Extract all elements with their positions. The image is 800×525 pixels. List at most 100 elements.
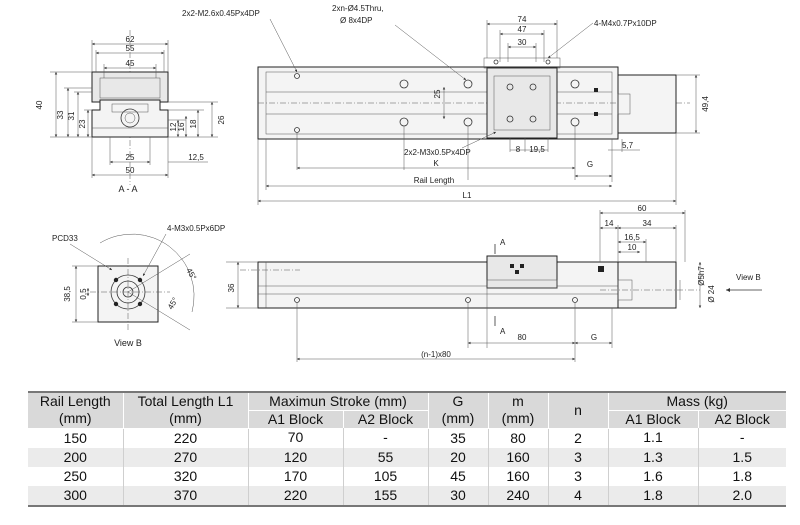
dim-74: 74 (518, 15, 527, 24)
dim-g-top: G (587, 160, 593, 169)
header-stroke-a2: A2 Block (343, 410, 429, 428)
cell: 1.3 (608, 447, 699, 467)
cell: 20 (428, 447, 489, 467)
dim-26: 26 (217, 115, 226, 124)
dim-18: 18 (189, 119, 198, 128)
callout-m3: 2x2-M3x0.5Px4DP (404, 148, 471, 157)
table-row: 150 220 70 - 35 80 2 1.1 - (28, 428, 786, 448)
header-m: m (mm) (488, 392, 549, 429)
dim-8: 8 (516, 145, 521, 154)
table-row: 250 320 170 105 45 160 3 1.6 1.8 (28, 466, 786, 486)
cell: 105 (343, 466, 429, 486)
callout-pcd33: PCD33 (52, 234, 78, 243)
cell: 3 (548, 447, 609, 467)
table-header: Rail Length (mm) Total Length L1 (mm) Ma… (28, 392, 786, 429)
cell: 1.5 (698, 447, 786, 467)
cell: 70 (248, 428, 344, 448)
cell: 45 (428, 466, 489, 486)
header-mass-a2: A2 Block (698, 410, 786, 428)
dim-31: 31 (67, 111, 76, 120)
cell: 300 (28, 485, 124, 506)
dim-25: 25 (126, 153, 135, 162)
dim-12: 12 (169, 122, 178, 131)
cell: 220 (123, 428, 249, 448)
cell: 1.8 (732, 467, 752, 484)
dim-40: 40 (35, 100, 44, 109)
header-mass-a1: A1 Block (608, 410, 699, 428)
section-label-a-a: A - A (118, 184, 137, 194)
view-b-label: View B (114, 338, 142, 348)
dim-rail-length: Rail Length (414, 176, 454, 185)
header-g: G (mm) (428, 392, 489, 429)
dim-g-bottom: G (591, 333, 597, 342)
dim-phi5: Ø5h7 (697, 266, 706, 286)
cell: 370 (123, 485, 249, 506)
cell: 120 (248, 447, 344, 467)
dim-50: 50 (126, 166, 135, 175)
table-row: 300 370 220 155 30 240 4 1.8 2.0 (28, 485, 786, 506)
header-total-length: Total Length L1 (mm) (123, 392, 249, 429)
section-view-a-a: 62 55 45 25 50 12,5 40 33 31 23 (35, 30, 226, 194)
callout-m3-tap: 4-M3x0.5Px6DP (167, 224, 225, 233)
cell: 160 (488, 447, 549, 467)
dim-47: 47 (518, 25, 527, 34)
cell: 30 (428, 485, 489, 506)
cell: 200 (28, 447, 124, 467)
dim-45: 45 (126, 59, 135, 68)
dim-k: K (433, 159, 439, 168)
dim-pitch: (n-1)x80 (421, 350, 451, 359)
cell: 170 (248, 466, 344, 486)
cell: 2.0 (698, 485, 786, 506)
dim-14: 14 (605, 219, 614, 228)
callout-m2-6: 2x2-M2.6x0.45Px4DP (182, 9, 260, 18)
dim-25-top: 25 (433, 89, 442, 98)
cell: 4 (548, 485, 609, 506)
cell: 160 (488, 466, 549, 486)
top-view: 2x2-M2.6x0.45Px4DP 2xn-Ø4.5Thru, Ø 8x4DP… (182, 4, 710, 205)
header-rail-length: Rail Length (mm) (28, 392, 124, 429)
header-stroke-a1: A1 Block (248, 410, 344, 428)
cell: 240 (488, 485, 549, 506)
cell: 250 (28, 466, 124, 486)
cell: 1.6 (608, 466, 699, 486)
dim-12-5: 12,5 (188, 153, 204, 162)
cell: 80 (488, 428, 549, 448)
dim-16: 16 (177, 122, 186, 131)
side-view: A A 60 14 34 16,5 10 Ø5h7 Ø 24 View B 36 (226, 204, 762, 362)
dim-5-7: 5,7 (622, 141, 634, 150)
angle-45-bottom: 45° (166, 296, 180, 311)
cell: 2 (548, 428, 609, 448)
section-marker-a-top: A (500, 238, 506, 247)
dim-19-5: 19,5 (529, 145, 545, 154)
end-view-b: PCD33 4-M3x0.5Px6DP 45° 45° 38,5 0,5 Vie… (52, 224, 225, 348)
dim-0-5: 0,5 (79, 288, 88, 300)
dim-49-4: 49,4 (701, 96, 710, 112)
cell: - (343, 428, 429, 448)
cell: 1.1 (608, 428, 699, 448)
table-row: 200 270 120 55 20 160 3 1.3 1.5 (28, 447, 786, 467)
spec-table: Rail Length (mm) Total Length L1 (mm) Ma… (28, 391, 786, 507)
dim-62: 62 (126, 35, 135, 44)
technical-drawing: 62 55 45 25 50 12,5 40 33 31 23 (35, 4, 762, 362)
cell: 3 (548, 466, 609, 486)
dim-l1: L1 (463, 191, 472, 200)
dim-80: 80 (518, 333, 527, 342)
dim-33: 33 (56, 110, 65, 119)
callout-m4: 4-M4x0.7Px10DP (594, 19, 657, 28)
cell: 55 (343, 447, 429, 467)
cell: 320 (123, 466, 249, 486)
table-body: 150 220 70 - 35 80 2 1.1 - 200 270 120 5… (28, 428, 786, 506)
dim-34: 34 (643, 219, 652, 228)
dim-phi24: Ø 24 (707, 285, 716, 303)
cell: 220 (248, 485, 344, 506)
cell: 1.8 (608, 485, 699, 506)
cell: 35 (428, 428, 489, 448)
callout-thru-hole-b: Ø 8x4DP (340, 16, 372, 25)
dim-36: 36 (227, 283, 236, 292)
cell: 150 (28, 428, 124, 448)
header-max-stroke: Maximun Stroke (mm) (248, 392, 429, 411)
header-mass: Mass (kg) (608, 392, 786, 411)
dim-16-5: 16,5 (624, 233, 640, 242)
callout-thru-hole-a: 2xn-Ø4.5Thru, (332, 4, 384, 13)
cell: 270 (123, 447, 249, 467)
